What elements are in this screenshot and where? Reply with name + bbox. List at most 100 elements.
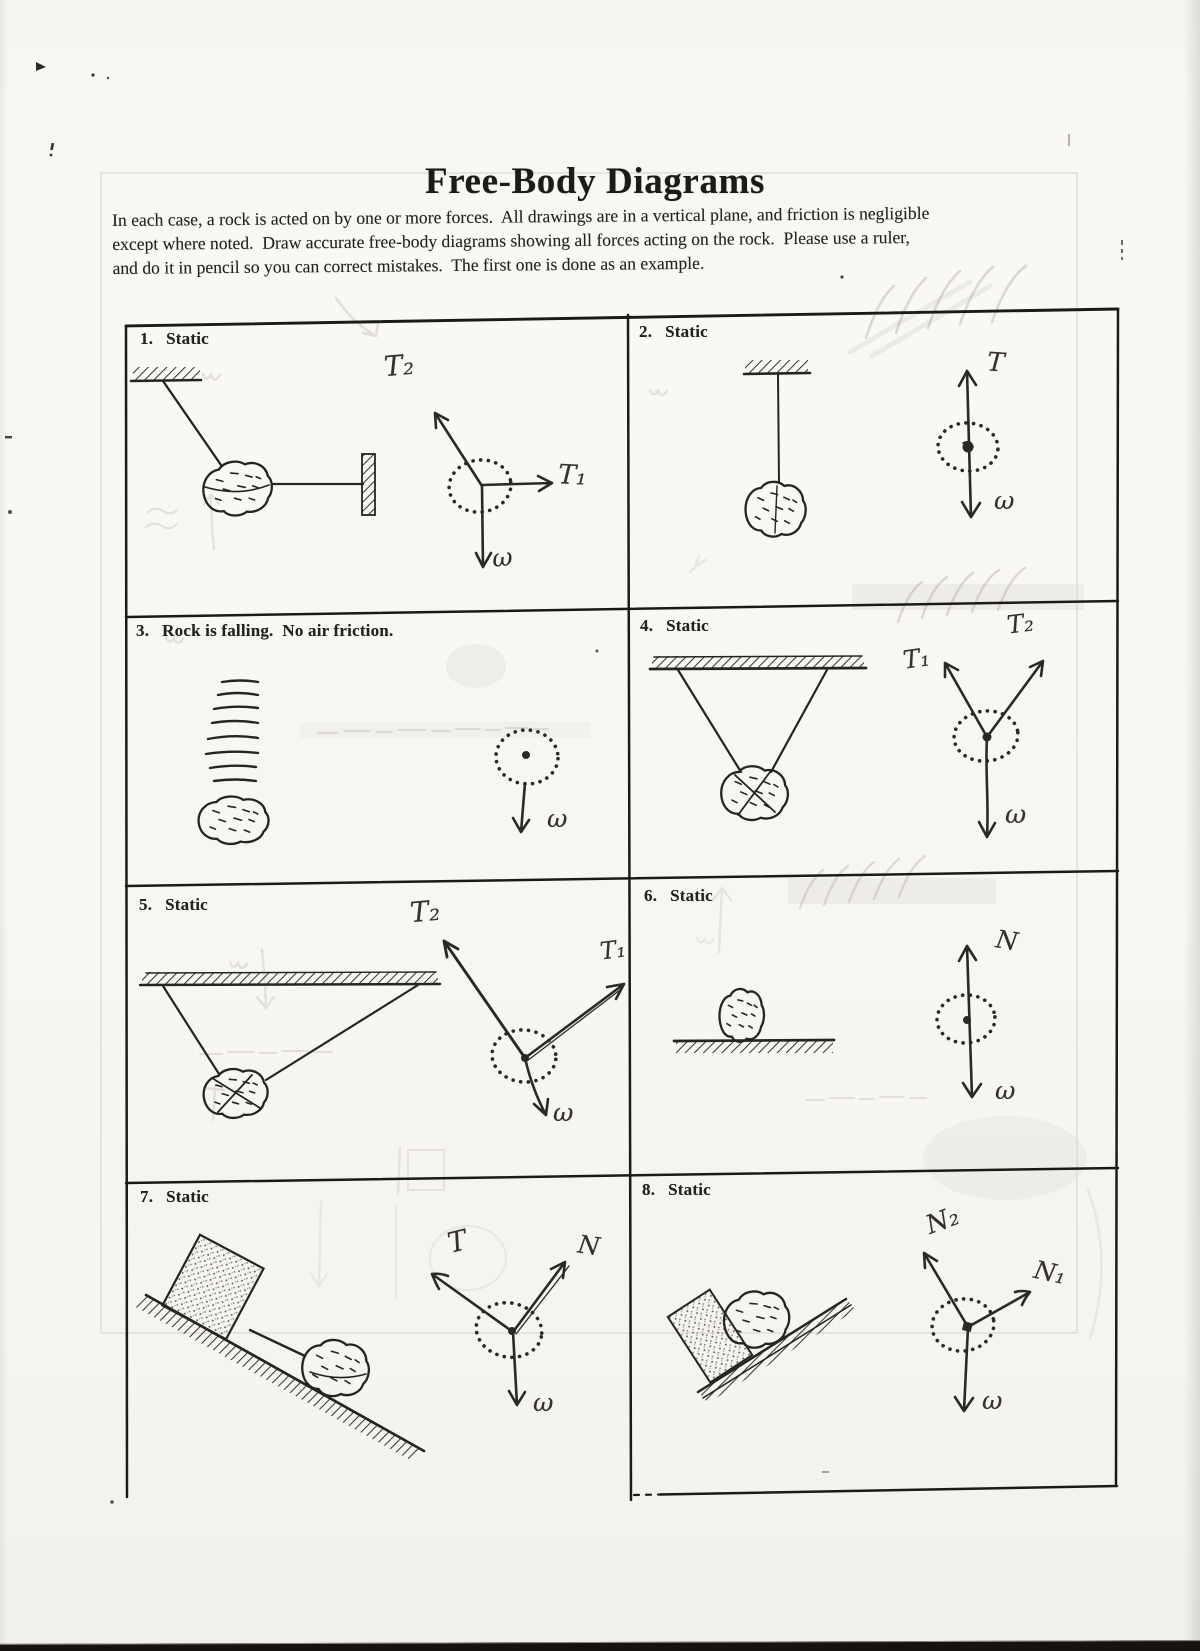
cell3-scenario-drawing (196, 679, 271, 847)
scan-specks (5, 62, 1123, 1504)
t1-arrow (943, 661, 989, 739)
cell4-scenario-drawing (648, 655, 868, 824)
cell6-number: 6. (644, 886, 658, 905)
dotted-particle-circle (490, 1028, 558, 1084)
w-arrowhead (960, 500, 982, 519)
ghost-artifacts (100, 172, 1103, 1340)
motion-line (212, 778, 258, 783)
cell2-force-label-w: ω (994, 486, 1015, 515)
w-arrow (523, 1056, 550, 1117)
n-arrow (511, 1260, 567, 1334)
cell6-scenario-drawing (672, 987, 836, 1053)
t1-arrow (480, 474, 554, 493)
w-arrow (507, 1330, 527, 1407)
cell1-force-label-t2: T₂ (382, 347, 416, 384)
cell5-number: 5. (139, 895, 153, 914)
motion-line (220, 679, 260, 684)
cell6-caption: Static (670, 886, 713, 905)
n-arrowhead (957, 944, 978, 963)
cell8-free-body-diagram (922, 1251, 1032, 1413)
t-arrowhead (957, 369, 978, 388)
motion-line (208, 764, 258, 770)
instructions-paragraph: In each case, a rock is acted on by one … (112, 201, 1058, 281)
cell4-caption: Static (666, 616, 709, 635)
cell3-free-body-diagram (494, 728, 560, 834)
cell2-number: 2. (639, 322, 653, 341)
cell7-header: 7. Static (140, 1187, 209, 1207)
cell5-caption: Static (165, 895, 208, 914)
dotted-particle-circle (935, 993, 997, 1045)
w-arrow (953, 1325, 975, 1413)
page-title: Free-Body Diagrams (425, 161, 765, 202)
cell4-force-label-t1: T₁ (901, 642, 932, 675)
cell3-caption: Rock is falling. No air friction. (162, 621, 394, 640)
cell8-scenario-drawing (666, 1287, 856, 1403)
scan-left-edge-shadow (0, 0, 7, 1651)
cell7-number: 7. (140, 1187, 154, 1206)
cell2-header: 2. Static (639, 322, 708, 342)
cell4-force-label-t2: T₂ (1005, 607, 1036, 640)
w-arrow (977, 735, 997, 839)
w-arrowhead (961, 1081, 983, 1099)
dotted-particle-circle (447, 458, 513, 514)
cell5-force-label-t1: T₁ (598, 934, 628, 966)
cell8-header: 8.Static (642, 1180, 711, 1200)
motion-line (216, 691, 260, 697)
cell7-force-label-n: N (576, 1229, 602, 1262)
cell1-number: 1. (140, 329, 154, 348)
cell7-free-body-diagram (430, 1260, 570, 1407)
cell4-header: 4. Static (640, 616, 709, 636)
n1-arrow (966, 1289, 1032, 1329)
cell5-free-body-diagram (442, 939, 626, 1117)
cell2-caption: Static (665, 322, 708, 341)
worksheet-grid-lines (124, 307, 1120, 1502)
n-w-stem (965, 944, 974, 1099)
cell1-caption: Static (166, 329, 209, 348)
cell3-number: 3. (136, 621, 150, 640)
cell8-force-label-w: ω (982, 1386, 1003, 1415)
dotted-particle-circle (952, 709, 1020, 763)
w-arrow (474, 484, 493, 569)
motion-line (206, 735, 260, 741)
cell7-force-label-w: ω (533, 1388, 554, 1417)
cell2-free-body-diagram (936, 369, 1000, 519)
t-arrow (430, 1272, 515, 1334)
motion-line (210, 719, 260, 725)
cell5-force-label-t2: T₂ (408, 893, 442, 930)
motion-line (204, 750, 260, 756)
cell6-free-body-diagram (935, 944, 997, 1099)
cell4-free-body-diagram (943, 659, 1045, 839)
cell5-force-label-w: ω (553, 1098, 574, 1127)
dotted-particle-circle (930, 1297, 996, 1353)
cell8-force-label-n1: N₁ (1031, 1255, 1069, 1290)
dotted-particle-circle (936, 421, 1000, 473)
n2-arrow (922, 1251, 970, 1329)
cell3-force-label-w: ω (547, 804, 568, 833)
cell5-scenario-drawing (138, 971, 442, 1121)
t2-arrow (442, 939, 527, 1060)
cell1-scenario-drawing (129, 367, 376, 520)
cell1-force-label-t1: T₁ (557, 459, 588, 492)
cell7-scenario-drawing (134, 1233, 426, 1461)
particle-dot (522, 751, 530, 759)
cell2-force-label-t: T (985, 347, 1006, 379)
scan-right-edge-shadow (1184, 0, 1200, 1651)
t2-arrow (985, 659, 1045, 739)
cell6-header: 6. Static (644, 886, 713, 906)
cell4-number: 4. (640, 616, 654, 635)
cell2-scenario-drawing (742, 360, 812, 540)
cell7-caption: Static (166, 1187, 209, 1206)
cell8-caption: Static (668, 1180, 711, 1199)
t2-arrow (433, 411, 484, 488)
cell6-force-label-n: N (993, 924, 1021, 957)
cell1-header: 1. Static (140, 329, 209, 349)
motion-line (212, 705, 260, 711)
particle-dot (962, 441, 974, 453)
cell6-force-label-w: ω (995, 1076, 1016, 1105)
dotted-particle-circle (474, 1300, 544, 1360)
t1-arrow (523, 982, 626, 1060)
cell4-force-label-w: ω (1005, 800, 1027, 830)
cell3-header: 3. Rock is falling. No air friction. (136, 621, 393, 641)
